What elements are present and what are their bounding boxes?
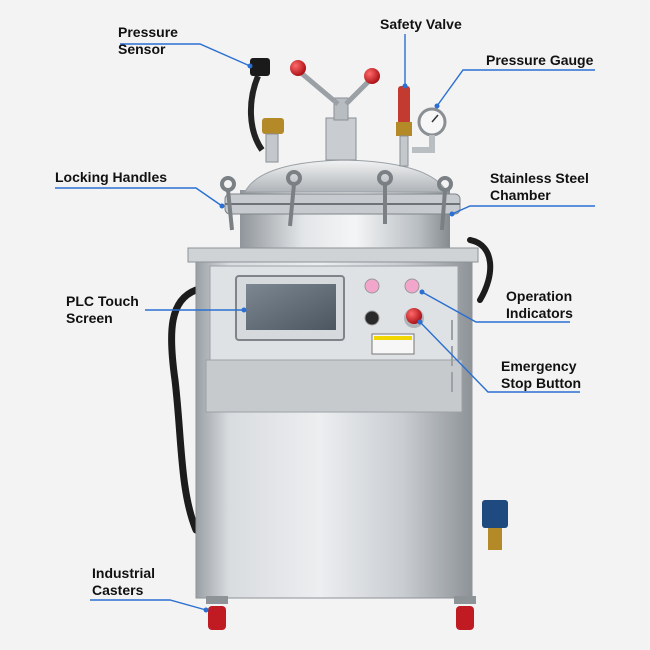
callout-pressure-gauge — [436, 69, 595, 107]
cabinet-top-plate — [187, 247, 479, 263]
callout-pressure-sensor — [120, 43, 251, 67]
indicator-light-right — [404, 278, 420, 294]
pressure-sensor — [247, 58, 284, 163]
indicator-light-left — [364, 278, 380, 294]
callout-locking-handles — [55, 187, 223, 207]
label-pressure-sensor: Pressure Sensor — [118, 24, 178, 57]
label-locking-handles: Locking Handles — [55, 169, 168, 185]
label-stainless-chamber: Stainless Steel Chamber — [490, 170, 589, 203]
key-switch[interactable] — [364, 310, 380, 326]
emergency-stop-button[interactable] — [404, 308, 424, 328]
caster-left — [206, 596, 228, 630]
warning-label — [371, 333, 415, 355]
label-industrial-casters: Industrial Casters — [92, 565, 156, 598]
callout-industrial-casters — [90, 599, 207, 611]
label-safety-valve: Safety Valve — [380, 16, 462, 32]
label-pressure-gauge: Pressure Gauge — [486, 52, 594, 68]
callout-stainless-chamber — [451, 205, 595, 215]
chamber-lid — [244, 159, 448, 193]
panel-skirt — [205, 359, 463, 413]
callout-endpoints — [203, 63, 455, 613]
locking-handles — [220, 170, 453, 231]
callout-operation-indicators — [421, 291, 570, 323]
power-hose — [168, 286, 200, 534]
label-emergency-stop: Emergency Stop Button — [501, 358, 582, 391]
red-knob-left — [290, 60, 306, 76]
label-operation-indicators: Operation Indicators — [506, 288, 573, 321]
safety-valve — [396, 86, 412, 167]
plc-touch-screen[interactable] — [235, 275, 345, 341]
caster-right — [454, 596, 476, 630]
label-plc-screen: PLC Touch Screen — [66, 293, 139, 326]
callout-emergency-stop — [419, 321, 580, 393]
red-knob-right — [364, 68, 380, 84]
callout-lines — [55, 34, 595, 611]
lid-spindle — [290, 60, 380, 161]
drain-hose — [467, 237, 494, 303]
pressure-gauge — [412, 107, 447, 153]
solenoid-valve — [482, 500, 508, 550]
